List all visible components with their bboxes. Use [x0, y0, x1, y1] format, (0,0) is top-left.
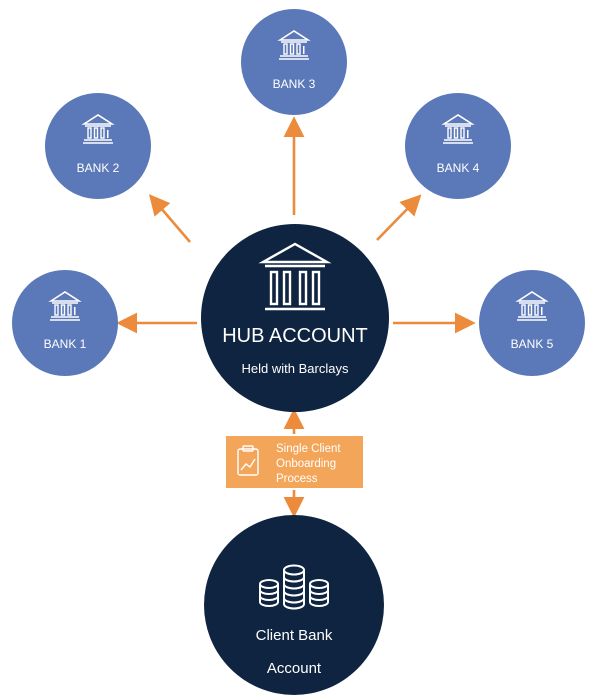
bank-node-1: BANK 1: [12, 270, 118, 376]
process-box-bg: [226, 436, 363, 488]
client-line-1: Client Bank: [256, 627, 333, 644]
bank-circle: [405, 93, 511, 199]
bank-building-icon: [258, 242, 332, 311]
client-bank-account-node: Client Bank Account: [204, 515, 384, 695]
clipboard-chart-icon: [237, 445, 259, 476]
hub-subtitle: Held with Barclays: [242, 361, 349, 376]
bank-label: BANK 1: [44, 337, 87, 351]
client-circle: [204, 515, 384, 695]
hub-title: HUB ACCOUNT: [222, 325, 368, 347]
hub-circle: [201, 224, 389, 412]
bank-circle: [12, 270, 118, 376]
process-line-2: Onboarding: [276, 458, 336, 470]
bank-node-4: BANK 4: [405, 93, 511, 199]
bank-circle: [479, 270, 585, 376]
bank-node-5: BANK 5: [479, 270, 585, 376]
bank-label: BANK 4: [437, 161, 480, 175]
bank-node-2: BANK 2: [45, 93, 151, 199]
hub-account-node: HUB ACCOUNT Held with Barclays: [201, 224, 389, 412]
bank-label: BANK 3: [273, 77, 316, 91]
coin-stacks-icon: [259, 564, 329, 610]
bank-circle: [45, 93, 151, 199]
onboarding-process-box: Single Client Onboarding Process: [226, 436, 363, 488]
process-line-1: Single Client: [276, 443, 341, 455]
arrows-group: [116, 116, 476, 518]
bank-label: BANK 2: [77, 161, 120, 175]
arrow-to-bank-4: [376, 194, 422, 241]
client-line-2: Account: [267, 660, 322, 677]
bank-label: BANK 5: [511, 337, 554, 351]
process-line-3: Process: [276, 473, 318, 485]
bank-circle: [241, 9, 347, 115]
bank-node-3: BANK 3: [241, 9, 347, 115]
arrow-to-bank-2: [148, 194, 191, 243]
